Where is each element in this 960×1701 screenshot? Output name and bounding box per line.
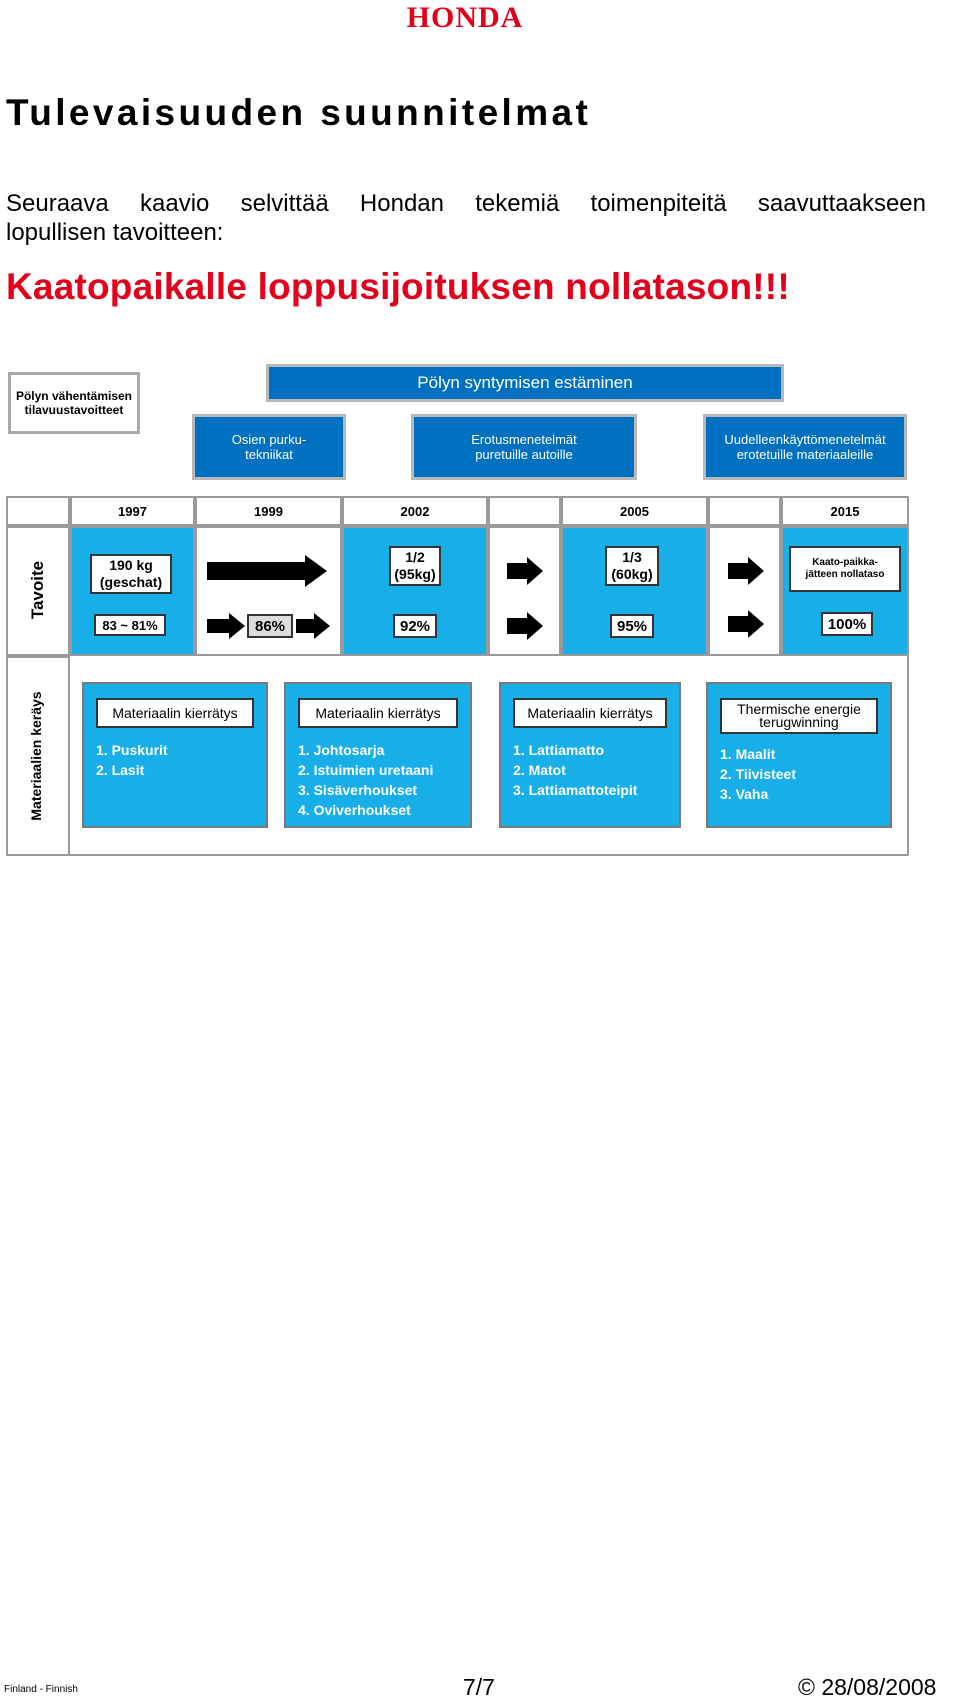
goal-cell-gap-2 [708, 526, 781, 656]
year-1999: 1999 [195, 496, 342, 526]
collection-row-label-cell [6, 656, 70, 856]
goal-2005: 1/3 (60kg) [605, 546, 659, 586]
year-header-blank [6, 496, 70, 526]
goal-row-label-cell [6, 526, 70, 656]
method-separation: Erotusmenetelmät puretuille autoille [411, 414, 637, 480]
honda-logo: HONDA [406, 1, 524, 34]
rate-2015: 100% [821, 612, 873, 636]
dust-prevention-bar: Pölyn syntymisen estäminen [266, 364, 784, 402]
material-group-3-list: 1. Lattiamatto 2. Matot 3. Lattiamattote… [513, 740, 637, 800]
material-group-2-heading: Materiaalin kierrätys [298, 698, 458, 728]
material-group-3-heading: Materiaalin kierrätys [513, 698, 667, 728]
year-2005: 2005 [561, 496, 708, 526]
rate-1997: 83 ~ 81% [94, 614, 166, 636]
list-item: 1. Johtosarja [298, 742, 385, 758]
intro-line-1: Seuraava kaavio selvittää Hondan tekemiä… [6, 190, 926, 217]
list-item: 1. Lattiamatto [513, 742, 605, 758]
list-item: 3. Vaha [720, 786, 769, 802]
list-item: 2. Matot [513, 762, 566, 778]
material-group-3: Materiaalin kierrätys 1. Lattiamatto 2. … [499, 682, 681, 828]
material-group-1-heading: Materiaalin kierrätys [96, 698, 254, 728]
material-group-4-list: 1. Maalit 2. Tiivisteet 3. Vaha [720, 744, 796, 804]
goal-cell-1999 [195, 526, 342, 656]
material-group-4: Thermische energie terugwinning 1. Maali… [706, 682, 892, 828]
list-item: 4. Oviverhoukset [298, 802, 411, 818]
list-item: 2. Istuimien uretaani [298, 762, 434, 778]
material-group-2-list: 1. Johtosarja 2. Istuimien uretaani 3. S… [298, 740, 433, 820]
goal-2002: 1/2 (95kg) [389, 546, 441, 586]
year-2002: 2002 [342, 496, 488, 526]
row-label-collection: Materiaalien keräys [28, 691, 44, 821]
goal-2015: Kaato-paikka-jätteen nollataso [789, 546, 901, 592]
recycling-plan-diagram: Pölyn vähentämisen tilavuustavoitteet Pö… [0, 360, 960, 856]
intro-paragraph: Seuraava kaavio selvittää Hondan tekemiä… [6, 189, 926, 247]
list-item: 2. Lasit [96, 762, 145, 778]
list-item: 1. Puskurit [96, 742, 168, 758]
intro-line-2: lopullisen tavoitteen: [6, 219, 224, 246]
list-item: 3. Sisäverhoukset [298, 782, 418, 798]
year-2015: 2015 [781, 496, 909, 526]
material-group-4-heading: Thermische energie terugwinning [720, 698, 878, 734]
method-dismantling: Osien purku-tekniikat [192, 414, 346, 480]
method-reuse: Uudelleenkäyttömenetelmät erotetuille ma… [703, 414, 907, 480]
list-item: 2. Tiivisteet [720, 766, 797, 782]
rate-2002: 92% [393, 614, 437, 638]
material-group-2: Materiaalin kierrätys 1. Johtosarja 2. I… [284, 682, 472, 828]
goal-1997: 190 kg (geschat) [90, 554, 172, 594]
page-title: Tulevaisuuden suunnitelmat [6, 92, 592, 133]
material-group-1-list: 1. Puskurit 2. Lasit [96, 740, 168, 780]
material-group-1: Materiaalin kierrätys 1. Puskurit 2. Las… [82, 682, 268, 828]
footer-locale: Finland - Finnish [4, 1684, 78, 1695]
footer-page-number: 7/7 [463, 1674, 495, 1700]
year-gap-1 [488, 496, 561, 526]
list-item: 1. Maalit [720, 746, 776, 762]
rate-2005: 95% [610, 614, 654, 638]
year-gap-2 [708, 496, 781, 526]
dust-reduction-target-label: Pölyn vähentämisen tilavuustavoitteet [8, 372, 140, 434]
goal-cell-gap-1 [488, 526, 561, 656]
goal-headline: Kaatopaikalle loppusijoituksen nollataso… [6, 266, 790, 307]
rate-1999: 86% [247, 614, 293, 638]
row-label-goal: Tavoite [28, 560, 47, 620]
year-1997: 1997 [70, 496, 195, 526]
list-item: 3. Lattiamattoteipit [513, 782, 638, 798]
footer-date: © 28/08/2008 [798, 1674, 937, 1700]
